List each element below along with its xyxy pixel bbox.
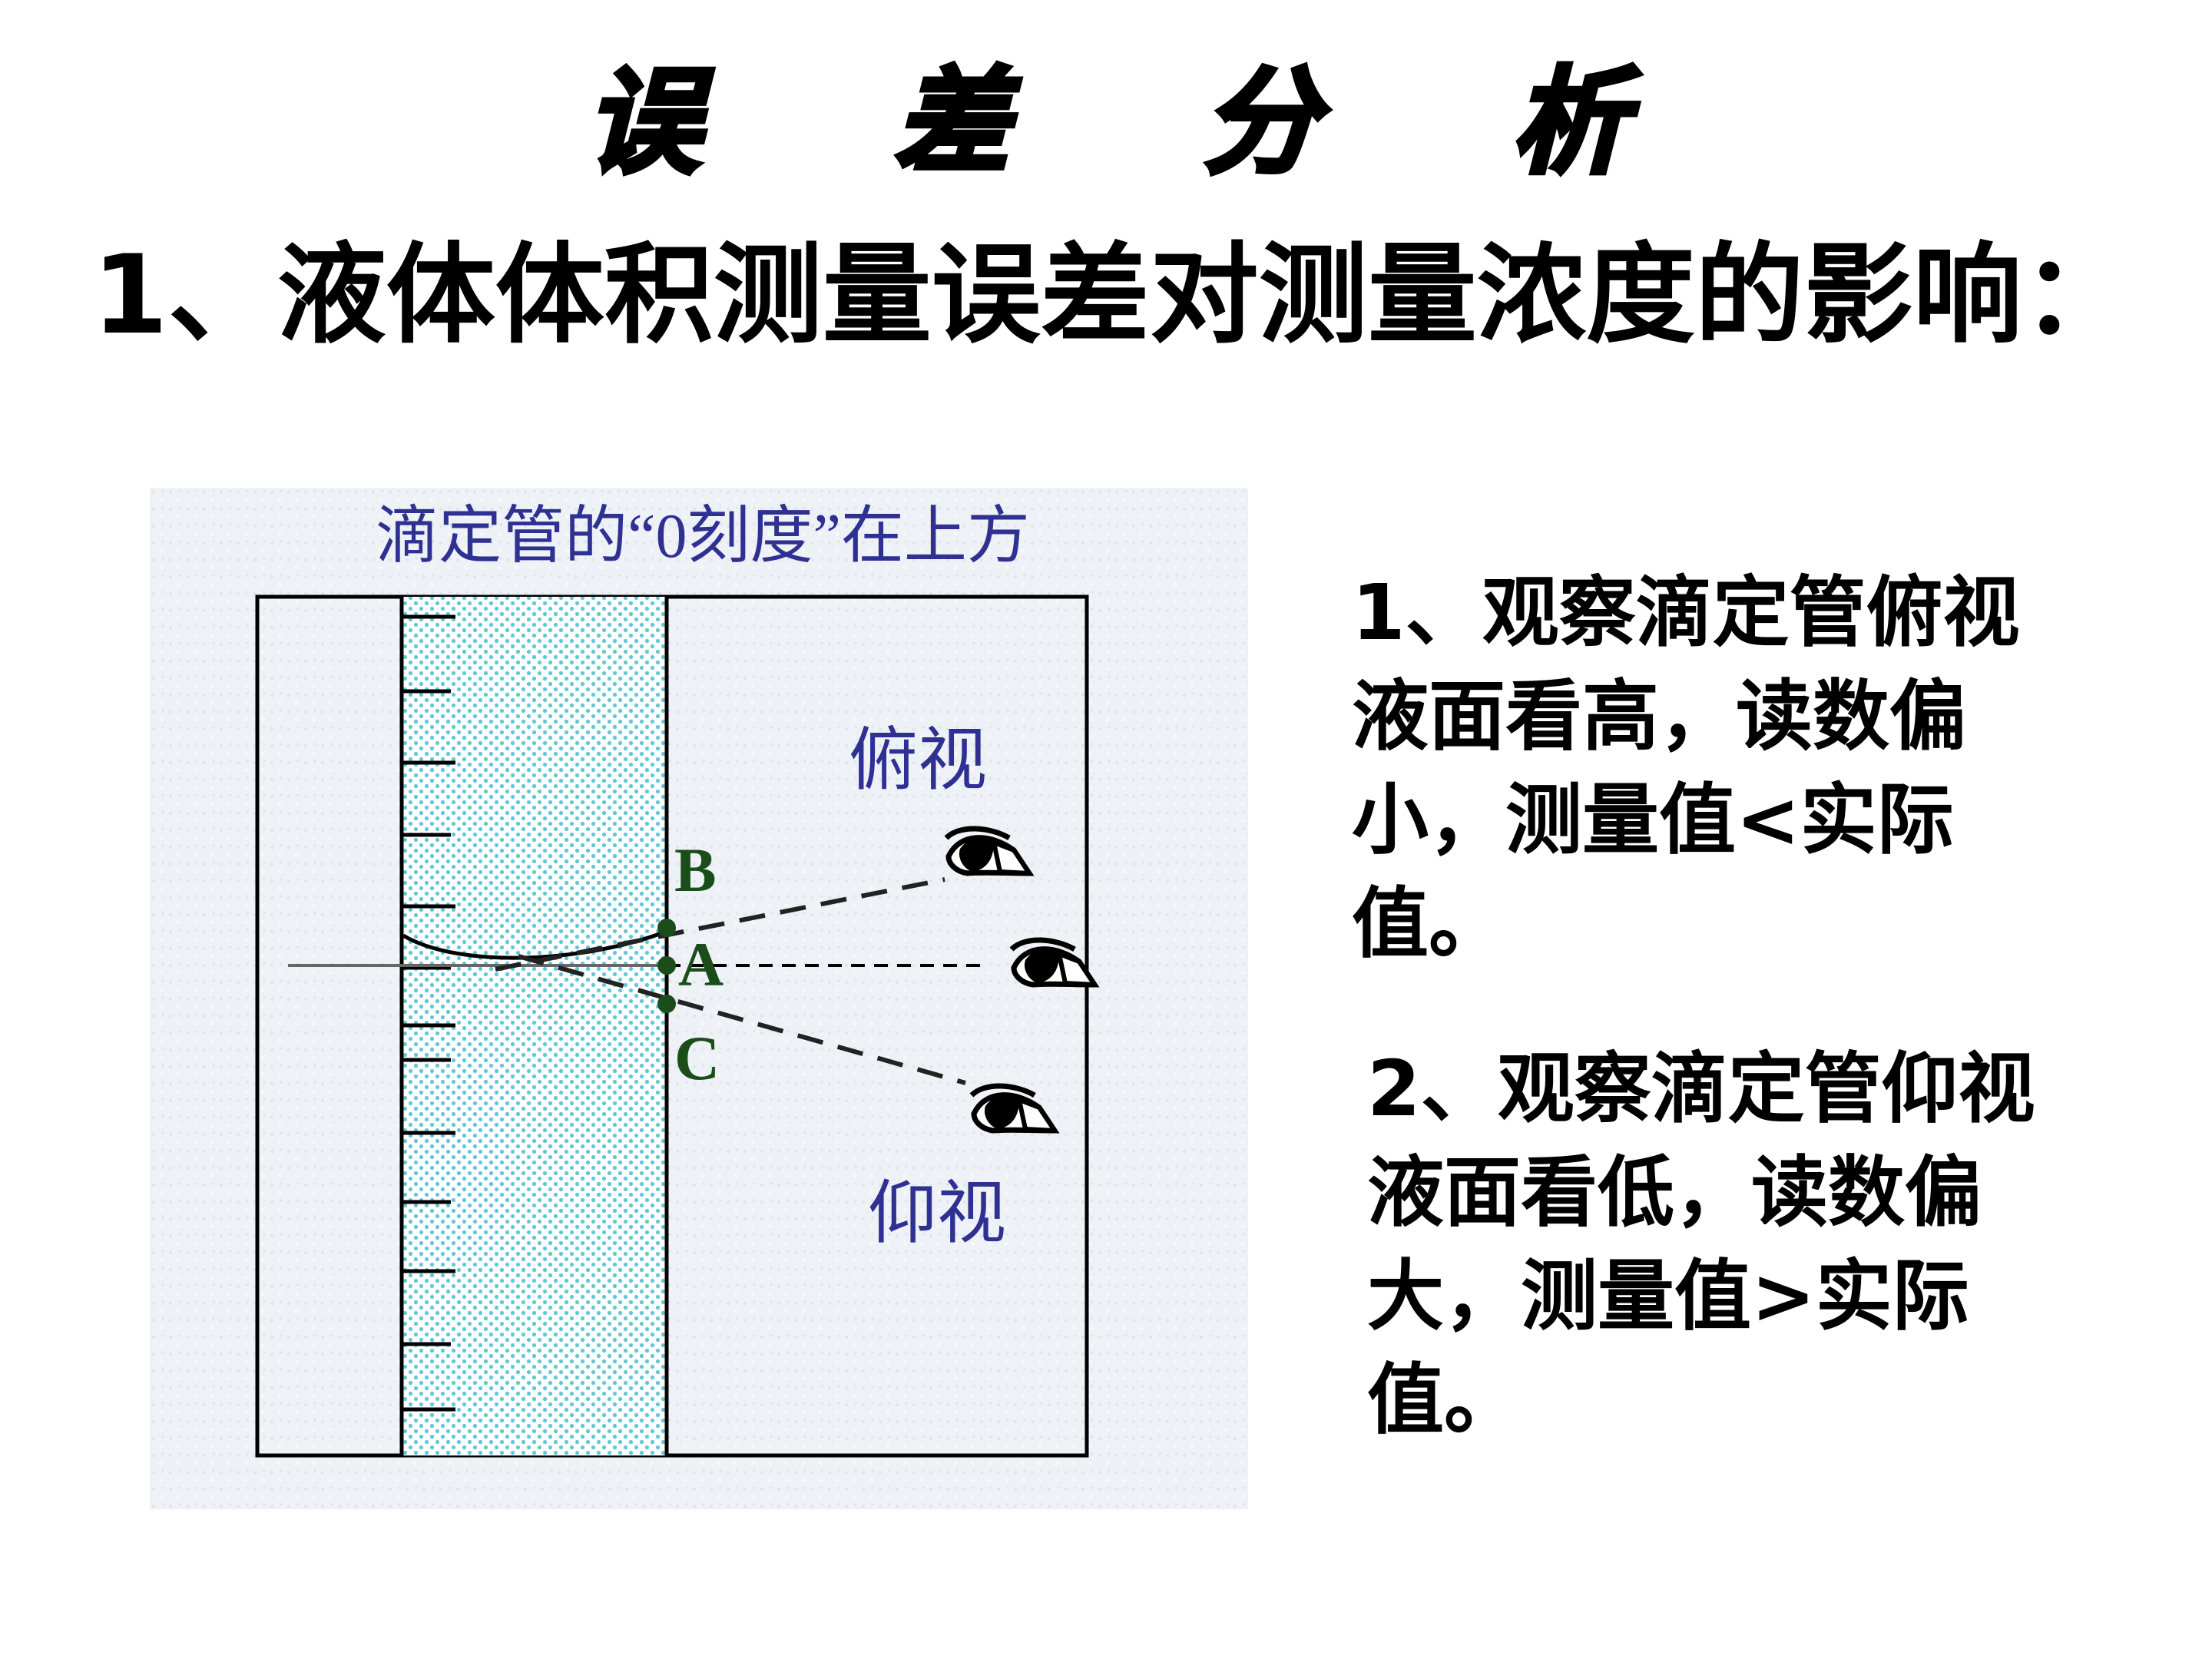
burette-reading-diagram: 滴定管的“0刻度”在上方 bbox=[150, 488, 1248, 1509]
figure-caption: 滴定管的“0刻度”在上方 bbox=[376, 501, 1030, 571]
explanation-looking-up: 2、观察滴定管仰视液面看低，读数偏大，测量值>实际值。 bbox=[1367, 1044, 2035, 1445]
view-top-label: 俯视 bbox=[849, 723, 987, 799]
point-c-dot bbox=[657, 995, 676, 1013]
point-c-label: C bbox=[674, 1023, 720, 1093]
page-title: 误 差 分 析 bbox=[583, 54, 1704, 192]
sight-line-bottom bbox=[518, 954, 966, 1085]
explanation-looking-down: 1、观察滴定管俯视液面看高，读数偏小，测量值<实际值。 bbox=[1352, 568, 2020, 969]
view-bottom-label: 仰视 bbox=[868, 1176, 1006, 1252]
sight-line-top bbox=[495, 877, 945, 972]
figure-background bbox=[150, 488, 1248, 1509]
point-a-dot bbox=[657, 956, 676, 975]
point-a-label: A bbox=[678, 929, 724, 999]
burette-scale bbox=[402, 614, 455, 1412]
figure-frame bbox=[255, 594, 1089, 1458]
point-b-label: B bbox=[674, 835, 717, 905]
point-b-dot bbox=[657, 919, 676, 937]
section-heading: 1、液体体积测量误差对测量浓度的影响： bbox=[92, 232, 2131, 359]
